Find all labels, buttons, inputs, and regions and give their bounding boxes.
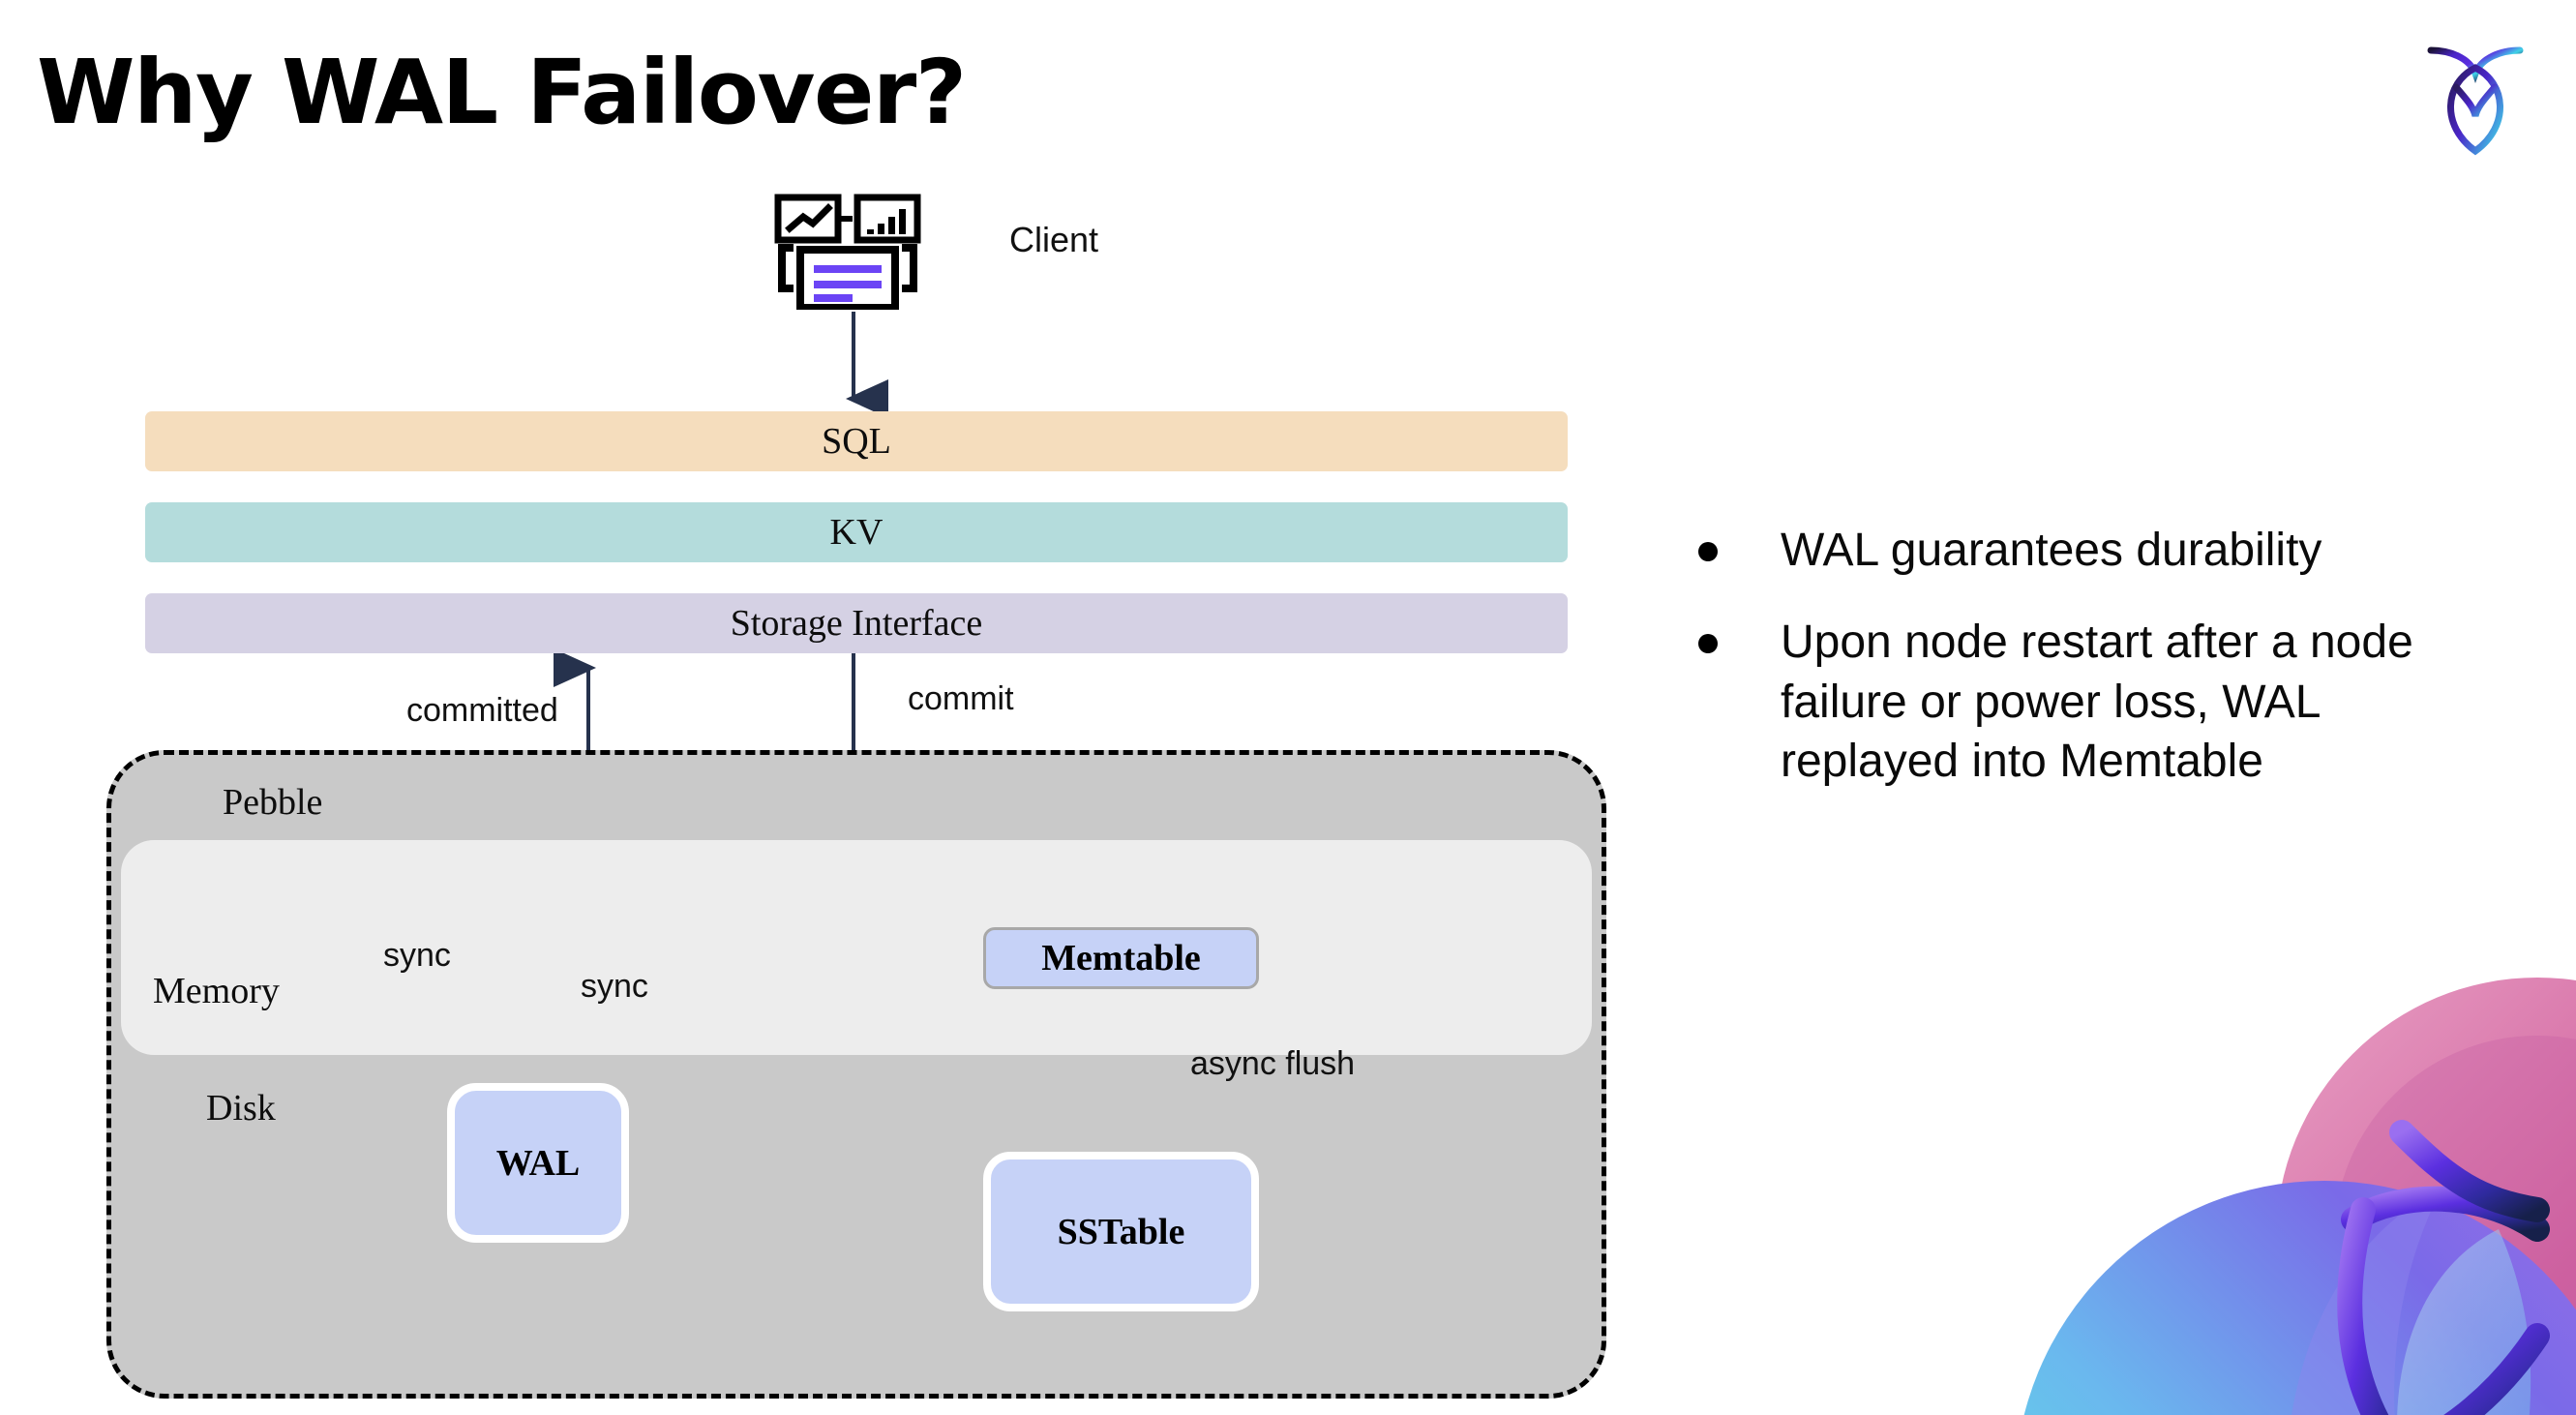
node-wal[interactable]: WAL: [447, 1083, 629, 1243]
architecture-diagram: Client SQL KV Storage Interface Pebble M…: [106, 194, 1606, 1399]
edge-label-commit: commit: [908, 680, 1014, 717]
edge-label-sync-2: sync: [581, 968, 648, 1005]
page-title: Why WAL Failover?: [37, 41, 967, 144]
layer-sql[interactable]: SQL: [145, 411, 1568, 471]
bullet-dot-icon: [1698, 542, 1718, 561]
layer-storage-interface[interactable]: Storage Interface: [145, 593, 1568, 653]
cockroachdb-logo: [2417, 37, 2533, 163]
node-wal-label: WAL: [495, 1142, 581, 1184]
bullet-text: Upon node restart after a node failure o…: [1781, 617, 2413, 788]
memory-region: [121, 840, 1592, 1055]
edge-label-sync-1: sync: [383, 937, 451, 974]
node-sstable-label: SSTable: [1057, 1211, 1185, 1252]
bullet-list: WAL guarantees durability Upon node rest…: [1698, 521, 2501, 825]
layer-kv-label: KV: [829, 512, 884, 553]
disk-label: Disk: [206, 1088, 276, 1129]
layer-kv[interactable]: KV: [145, 502, 1568, 562]
bullet-dot-icon: [1698, 634, 1718, 654]
pebble-label: Pebble: [223, 782, 323, 823]
edge-label-committed: committed: [406, 692, 558, 729]
memory-label: Memory: [153, 971, 280, 1011]
client-label: Client: [1009, 220, 1099, 259]
client-dashboard-icon: [774, 194, 929, 312]
layer-sql-label: SQL: [822, 421, 891, 462]
list-item: WAL guarantees durability: [1698, 521, 2501, 580]
node-memtable[interactable]: Memtable: [983, 927, 1259, 989]
bullet-text: WAL guarantees durability: [1781, 525, 2322, 576]
edge-label-async-flush: async flush: [1190, 1045, 1356, 1082]
node-memtable-label: Memtable: [1041, 938, 1201, 978]
layer-storage-interface-label: Storage Interface: [730, 603, 983, 644]
node-sstable[interactable]: SSTable: [983, 1152, 1259, 1311]
list-item: Upon node restart after a node failure o…: [1698, 613, 2501, 791]
decorative-logo-graphic: [1995, 948, 2576, 1415]
